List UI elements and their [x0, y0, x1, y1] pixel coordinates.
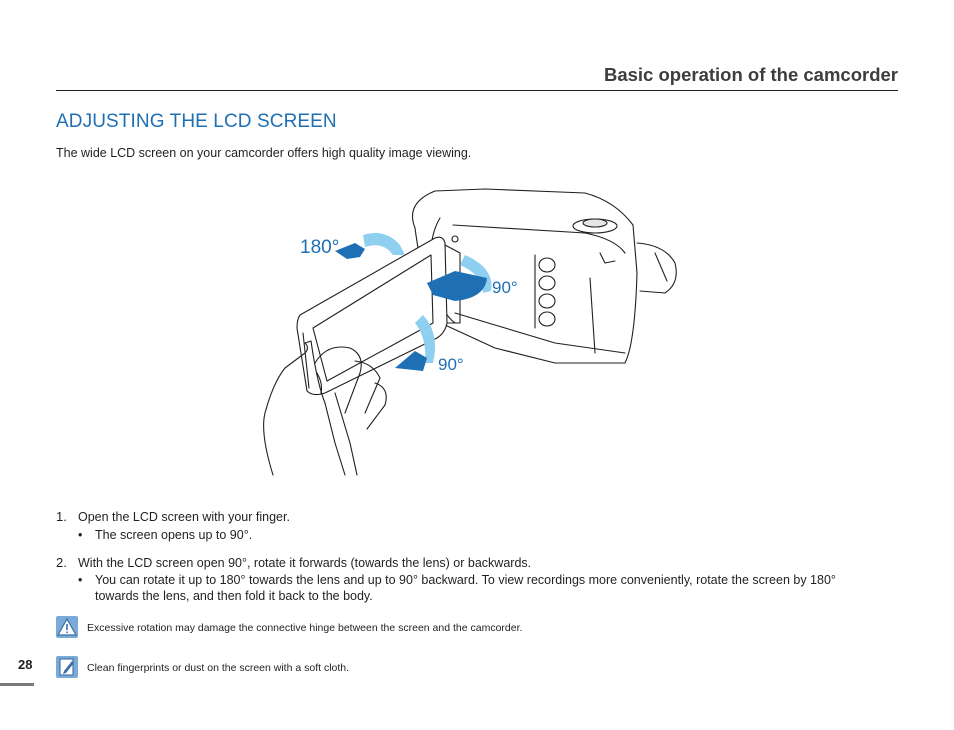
hand-illustration	[263, 340, 387, 476]
bullet-text: You can rotate it up to 180° towards the…	[95, 573, 836, 603]
memo-icon	[56, 656, 78, 678]
section-title: ADJUSTING THE LCD SCREEN	[56, 111, 337, 132]
intro-text: The wide LCD screen on your camcorder of…	[56, 146, 472, 160]
angle-label-90-lower: 90°	[438, 355, 464, 374]
warning-icon	[56, 616, 78, 638]
rotation-arrow-180	[335, 232, 405, 259]
camcorder-body	[411, 188, 677, 364]
angle-label-180: 180°	[300, 237, 339, 258]
lcd-panel	[296, 236, 461, 396]
bullet-text: The screen opens up to 90°.	[95, 528, 253, 542]
caution-text: Excessive rotation may damage the connec…	[87, 622, 523, 634]
header-title: Basic operation of the camcorder	[603, 64, 898, 85]
page-number-bar	[0, 683, 34, 686]
page-number: 28	[18, 657, 33, 672]
rotation-arrow-90-lower	[395, 315, 436, 371]
header-rule	[56, 90, 898, 91]
step-number: 2.	[56, 555, 67, 570]
step-number: 1.	[56, 509, 67, 524]
angle-label-90-upper: 90°	[492, 278, 518, 297]
memo-text: Clean fingerprints or dust on the screen…	[87, 662, 350, 674]
step-text: Open the LCD screen with your finger.	[78, 510, 290, 524]
step-text: With the LCD screen open 90°, rotate it …	[78, 556, 532, 570]
bullet-dot: •	[78, 573, 83, 587]
bullet-dot: •	[78, 528, 83, 542]
camcorder-illustration: 180° 90° 90°	[263, 188, 677, 476]
rotation-arrow-90-upper	[427, 255, 492, 301]
